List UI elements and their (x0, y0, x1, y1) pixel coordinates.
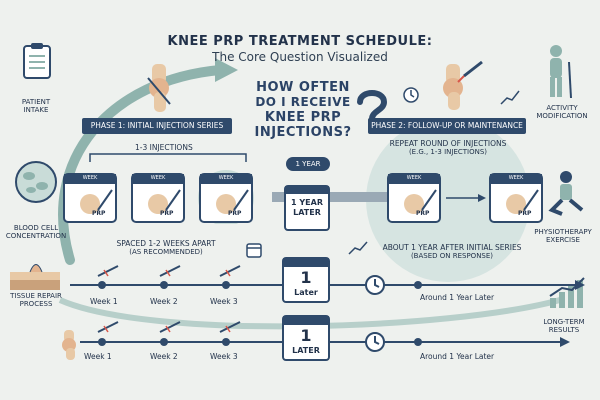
results-label: LONG-TERM RESULTS (543, 318, 585, 334)
timeline-1 (70, 280, 585, 290)
timeline2-end-label: Around 1 Year Later (420, 352, 495, 361)
card-prp-label: PRP (518, 210, 532, 217)
timeline1-cal-word: Later (294, 288, 318, 297)
injection-card-2: WEEK PRP (130, 168, 186, 224)
card-week-label: WEEK (406, 175, 422, 181)
timeline1-calendar: 1 Later (282, 254, 330, 304)
interval-pill: 1 YEAR (286, 157, 330, 171)
question-line-4: INJECTIONS? (254, 125, 352, 140)
knee-icon (147, 64, 171, 112)
after-line-1: ABOUT 1 YEAR AFTER INITIAL SERIES (382, 243, 522, 252)
person-crutch-icon (550, 45, 572, 99)
injections-note: 1-3 INJECTIONS (132, 143, 196, 152)
spacing-line-2: (AS RECOMMENDED) (129, 248, 203, 256)
question-line-1: HOW OFTEN (256, 80, 350, 95)
timeline2-week-3: Week 3 (210, 352, 238, 361)
card-prp-label: PRP (228, 210, 242, 217)
timeline-2 (80, 337, 570, 347)
physio-icon (548, 171, 584, 216)
phase2-card-2: WEEK PRP (488, 168, 544, 224)
card-prp-label: PRP (160, 210, 174, 217)
blood-cell-icon (15, 161, 57, 203)
year-later-line-1: 1 YEAR (291, 198, 323, 207)
timeline2-week-2: Week 2 (150, 352, 178, 361)
trend-chart-icon (500, 90, 520, 105)
phase2-arrow (446, 194, 486, 202)
year-later-calendar: 1 YEAR LATER (284, 182, 330, 232)
repeat-note: REPEAT ROUND OF INJECTIONS (E.G., 1-3 IN… (378, 139, 518, 157)
tissue-icon (10, 264, 60, 290)
calendar-card-icon (387, 173, 441, 223)
calendar-icon (282, 315, 330, 361)
phase1-label: PHASE 1: INITIAL INJECTION SERIES (82, 118, 232, 134)
small-trend-icon (348, 241, 368, 255)
calendar-icon (284, 185, 330, 231)
syringe-icon (159, 265, 181, 277)
blood-cell-label: BLOOD CELL CONCENTRATION (5, 224, 67, 240)
after-line-2: (BASED ON RESPONSE) (410, 252, 494, 260)
card-prp-label: PRP (416, 210, 430, 217)
knee-syringe-icon (443, 60, 483, 110)
calendar-card-icon (198, 170, 254, 226)
spacing-line-1: SPACED 1-2 WEEKS APART (116, 239, 216, 248)
clock-icon (403, 87, 419, 103)
card-week-label: WEEK (82, 175, 98, 181)
syringe-icon (159, 321, 181, 333)
timeline1-week-2: Week 2 (150, 297, 178, 306)
timeline1-cal-num: 1 (300, 268, 312, 287)
question-line-2: DO I RECEIVE (255, 95, 351, 109)
injections-bracket (89, 153, 247, 162)
timeline2-cal-word: LATER (292, 346, 320, 355)
after-note: ABOUT 1 YEAR AFTER INITIAL SERIES (BASED… (372, 243, 532, 261)
timeline1-week-3: Week 3 (210, 297, 238, 306)
repeat-line-1: REPEAT ROUND OF INJECTIONS (389, 139, 507, 148)
tissue-repair-label: TISSUE REPAIR PROCESS (10, 292, 62, 308)
repeat-line-2: (E.G., 1-3 INJECTIONS) (408, 148, 488, 156)
injection-card-3: WEEK PRP (198, 168, 254, 226)
timeline2-week-1: Week 1 (84, 352, 112, 361)
clipboard-icon (23, 43, 51, 79)
syringe-icon (97, 321, 119, 333)
injection-card-1: WEEK PRP (62, 168, 118, 224)
clock-icon (365, 332, 385, 352)
small-calendar-icon (246, 243, 262, 258)
syringe-icon (219, 321, 241, 333)
page-subtitle: The Core Question Visualized (212, 50, 388, 64)
activity-label: ACTIVITY MODIFICATION (536, 104, 588, 120)
phase2-label: PHASE 2: FOLLOW-UP OR MAINTENANCE (368, 118, 526, 134)
year-later-line-2: LATER (293, 208, 321, 217)
physio-label: PHYSIOTHERAPY EXERCISE (534, 228, 592, 244)
page-title: KNEE PRP TREATMENT SCHEDULE: (167, 34, 433, 49)
calendar-icon (282, 257, 330, 303)
calendar-card-icon (63, 173, 117, 223)
timeline2-cal-num: 1 (300, 326, 312, 345)
calendar-card-icon (131, 173, 185, 223)
card-week-label: WEEK (218, 175, 234, 181)
knee-small-icon (62, 330, 76, 360)
timeline2-calendar: 1 LATER (282, 312, 330, 362)
card-week-label: WEEK (508, 175, 524, 181)
question-line-3: KNEE PRP (264, 110, 342, 125)
timeline1-end-label: Around 1 Year Later (420, 293, 495, 302)
spacing-note: SPACED 1-2 WEEKS APART (AS RECOMMENDED) (96, 239, 236, 257)
syringe-icon (97, 265, 119, 277)
calendar-card-icon (489, 173, 543, 223)
phase2-card-1: WEEK PRP (386, 168, 442, 224)
patient-intake-label: PATIENT INTAKE (21, 98, 51, 114)
card-week-label: WEEK (150, 175, 166, 181)
timeline1-week-1: Week 1 (90, 297, 118, 306)
clock-icon (365, 275, 385, 295)
syringe-icon (219, 265, 241, 277)
card-prp-label: PRP (92, 210, 106, 217)
